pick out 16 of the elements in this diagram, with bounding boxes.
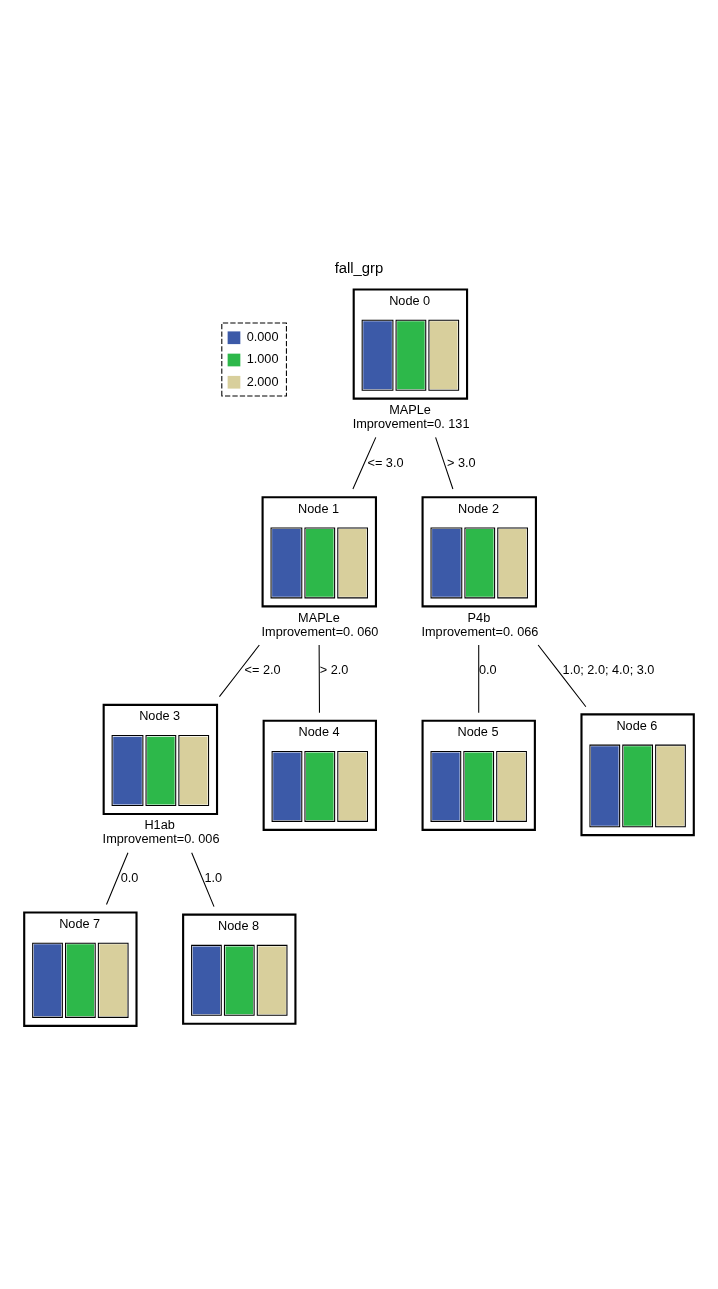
edge-label: <= 3.0	[367, 454, 404, 470]
node-label: H1ab Improvement=0. 006	[102, 816, 220, 846]
edge-label: 0.0	[478, 661, 497, 677]
legend-label: 0.000	[246, 328, 279, 344]
node-label: MAPLe Improvement=0. 131	[352, 401, 470, 431]
edge-label: 0.0	[120, 869, 139, 885]
edge-label: <= 2.0	[244, 661, 281, 677]
edge-label: > 2.0	[319, 661, 349, 677]
legend-label: 2.000	[246, 373, 279, 389]
edge-label: > 3.0	[446, 454, 476, 470]
edge-label: 1.0; 2.0; 4.0; 3.0	[562, 661, 655, 677]
node-label: P4b Improvement=0. 066	[421, 609, 539, 639]
edge-label: 1.0	[204, 869, 223, 885]
diagram-title: fall_grp	[334, 259, 384, 276]
node-label: MAPLe Improvement=0. 060	[261, 609, 379, 639]
legend-label: 1.000	[246, 350, 279, 366]
